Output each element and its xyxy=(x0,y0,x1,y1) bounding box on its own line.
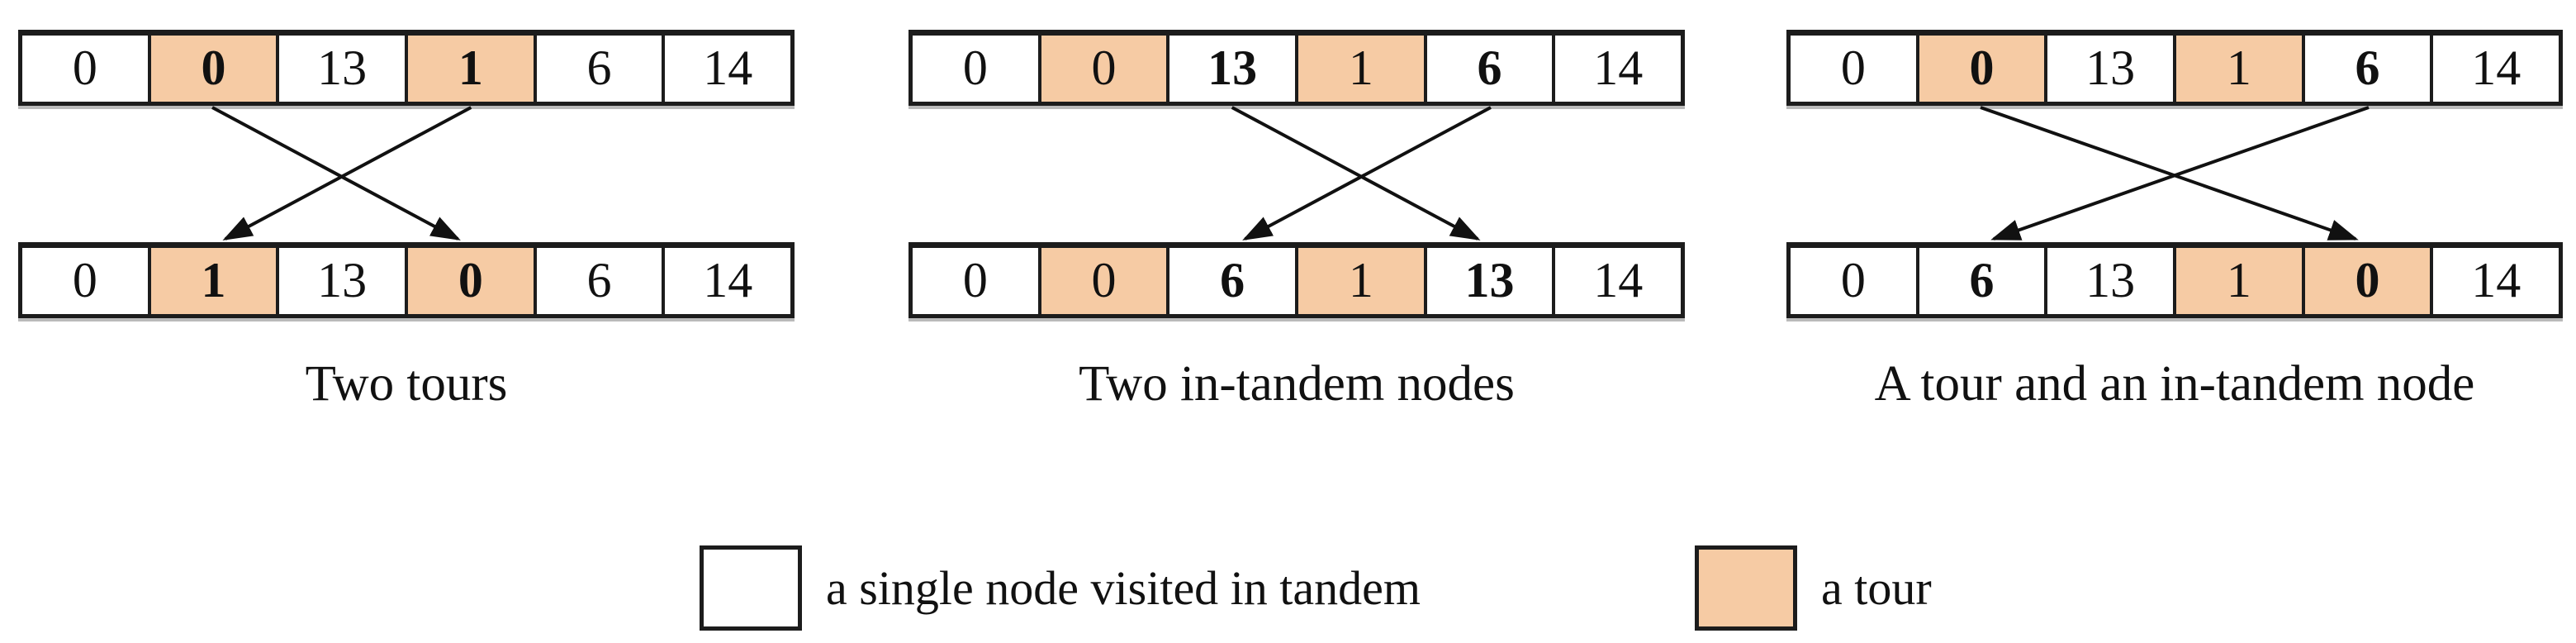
cell-value: 1 xyxy=(1348,253,1373,307)
node-cell: 0 xyxy=(22,248,151,314)
cell-value: 0 xyxy=(1840,253,1866,307)
cell-value: 6 xyxy=(586,40,612,95)
node-cell: 6 xyxy=(1169,248,1299,314)
node-array-row: 0 0 13 1 6 14 xyxy=(1786,30,2563,106)
cell-value: 0 xyxy=(72,253,97,307)
node-array-row: 0 0 13 1 6 14 xyxy=(908,30,1685,106)
node-array-row: 0 0 13 1 6 14 xyxy=(18,30,795,106)
cell-value: 0 xyxy=(1840,40,1866,95)
swap-arrows xyxy=(1231,106,1492,241)
node-cell: 0 xyxy=(22,36,151,102)
cell-value: 14 xyxy=(703,253,753,307)
node-cell: 13 xyxy=(1426,248,1556,314)
tour-cell: 0 xyxy=(408,248,537,314)
cell-value: 6 xyxy=(1220,253,1245,307)
tour-cell: 1 xyxy=(150,248,280,314)
cell-value: 13 xyxy=(2085,40,2136,95)
cell-value: 1 xyxy=(201,253,226,307)
node-cell: 14 xyxy=(2433,36,2559,102)
legend-label: a single node visited in tandem xyxy=(826,561,1421,615)
cell-value: 1 xyxy=(1348,40,1373,95)
node-cell: 14 xyxy=(1555,36,1682,102)
node-cell: 14 xyxy=(1555,248,1682,314)
node-cell: 6 xyxy=(536,36,666,102)
node-cell: 6 xyxy=(1919,248,2048,314)
swap-arrow xyxy=(1990,106,2370,241)
legend-single-node-swatch xyxy=(700,545,802,631)
node-array-row: 0 0 6 1 13 14 xyxy=(908,242,1685,318)
node-cell: 0 xyxy=(913,248,1041,314)
cell-value: 13 xyxy=(1207,40,1258,95)
cell-value: 0 xyxy=(962,40,988,95)
cell-value: 0 xyxy=(201,40,226,95)
cell-value: 14 xyxy=(1593,253,1644,307)
node-array-row: 0 6 13 1 0 14 xyxy=(1786,242,2563,318)
cell-value: 14 xyxy=(703,40,753,95)
panel-caption: Two in-tandem nodes xyxy=(1079,356,1515,412)
cell-value: 13 xyxy=(317,40,368,95)
swap-arrow xyxy=(222,106,472,241)
node-cell: 0 xyxy=(1791,36,1919,102)
tour-cell: 1 xyxy=(2176,248,2305,314)
swap-arrow xyxy=(1980,106,2359,241)
node-cell: 6 xyxy=(1426,36,1556,102)
tour-cell: 0 xyxy=(1919,36,2048,102)
swap-arrow xyxy=(1242,106,1492,241)
node-cell: 0 xyxy=(913,36,1041,102)
swap-arrow xyxy=(1231,106,1481,241)
cell-value: 0 xyxy=(458,253,483,307)
node-cell: 13 xyxy=(2047,36,2177,102)
cell-value: 0 xyxy=(1091,253,1117,307)
cell-value: 6 xyxy=(2355,40,2380,95)
cell-value: 0 xyxy=(1091,40,1117,95)
node-cell: 14 xyxy=(665,248,791,314)
tour-cell: 1 xyxy=(408,36,537,102)
tour-cell: 1 xyxy=(2176,36,2305,102)
cell-value: 13 xyxy=(2085,253,2136,307)
node-cell: 14 xyxy=(2433,248,2559,314)
node-cell: 14 xyxy=(665,36,791,102)
cell-value: 6 xyxy=(586,253,612,307)
cell-value: 13 xyxy=(1464,253,1515,307)
cell-value: 1 xyxy=(458,40,483,95)
tour-cell: 0 xyxy=(1041,248,1170,314)
legend-label: a tour xyxy=(1821,561,1932,615)
cell-value: 0 xyxy=(1969,40,1995,95)
node-cell: 13 xyxy=(279,248,409,314)
tour-cell: 1 xyxy=(1298,36,1427,102)
node-array-row: 0 1 13 0 6 14 xyxy=(18,242,795,318)
node-cell: 0 xyxy=(1791,248,1919,314)
tour-cell: 0 xyxy=(1041,36,1170,102)
swap-arrows xyxy=(211,106,472,241)
tour-cell: 1 xyxy=(1298,248,1427,314)
cell-value: 6 xyxy=(1477,40,1502,95)
node-cell: 13 xyxy=(2047,248,2177,314)
swap-arrows xyxy=(1980,106,2370,241)
node-cell: 13 xyxy=(279,36,409,102)
swap-arrow xyxy=(211,106,461,241)
cell-value: 1 xyxy=(2226,40,2251,95)
node-cell: 13 xyxy=(1169,36,1299,102)
tour-cell: 0 xyxy=(150,36,280,102)
cell-value: 14 xyxy=(2471,253,2521,307)
cell-value: 0 xyxy=(72,40,97,95)
tour-cell: 0 xyxy=(2304,248,2434,314)
node-cell: 6 xyxy=(2304,36,2434,102)
cell-value: 1 xyxy=(2226,253,2251,307)
panel-caption: A tour and an in-tandem node xyxy=(1874,356,2475,412)
node-cell: 6 xyxy=(536,248,666,314)
panel-caption: Two tours xyxy=(305,356,508,412)
cell-value: 14 xyxy=(2471,40,2521,95)
cell-value: 14 xyxy=(1593,40,1644,95)
cell-value: 6 xyxy=(1969,253,1995,307)
legend-tour-swatch xyxy=(1695,545,1797,631)
cell-value: 13 xyxy=(317,253,368,307)
cell-value: 0 xyxy=(962,253,988,307)
cell-value: 0 xyxy=(2355,253,2380,307)
